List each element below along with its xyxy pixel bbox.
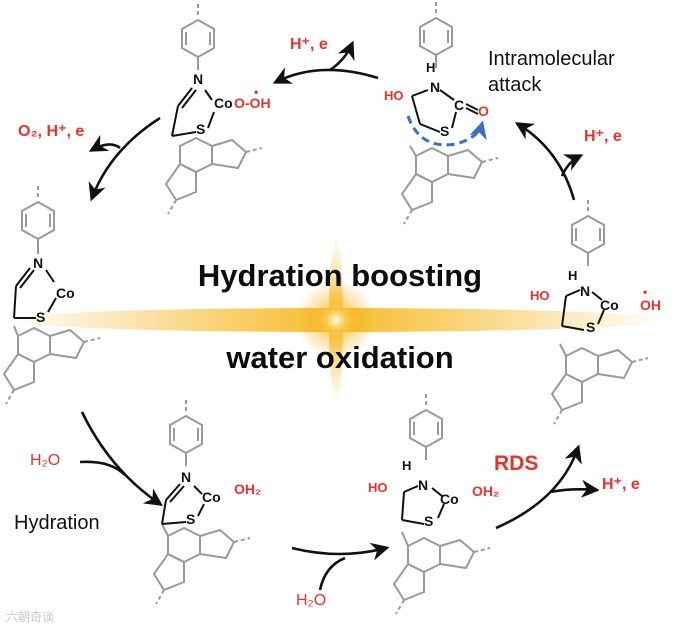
arrow-top-branch [329, 40, 355, 72]
label-top-left-out: H⁺, e [290, 36, 328, 53]
molecule-6: H N HO Co OH₂ S [368, 394, 499, 615]
label-water-1: H₂O [30, 452, 61, 469]
m1-co: Co [214, 95, 233, 111]
label-water-2: H₂O [296, 592, 327, 609]
m4-s: S [586, 319, 595, 335]
arrow-water-in-1 [79, 460, 126, 476]
m1-radical-dot: • [254, 85, 258, 99]
molecule-4: H N HO Co OH • S [530, 200, 661, 425]
m2-blue-arrow [406, 115, 487, 147]
m2-o: O [478, 103, 489, 119]
m6-ho: HO [368, 480, 388, 495]
arrow-top [272, 67, 379, 84]
m1-s: S [196, 121, 205, 137]
m1-ligand: O-OH [234, 95, 271, 111]
cycle-arrows [79, 40, 600, 591]
m6-n: N [418, 477, 428, 493]
arrow-right-top [514, 122, 576, 201]
arrow-left-branch [88, 134, 121, 152]
m3-co: Co [56, 285, 75, 301]
m4-oh: OH [640, 297, 661, 313]
m2-n: N [430, 79, 440, 95]
title-line-2: water oxidation [226, 340, 454, 375]
m2-ho: HO [384, 88, 404, 103]
m6-h: H [402, 458, 411, 473]
arrow-left-bottom [80, 411, 164, 507]
title-line-1: Hydration boosting [197, 258, 483, 293]
arrow-right-bottom [495, 444, 582, 530]
m5-n: N [181, 469, 191, 485]
molecule-5: N Co OH₂ S [152, 400, 261, 605]
arrow-bottom [291, 542, 390, 561]
m4-ho: HO [530, 288, 550, 303]
m1-n: N [193, 71, 203, 87]
label-right-out: H⁺, e [584, 128, 622, 145]
m2-c: C [454, 97, 464, 113]
m6-co: Co [440, 491, 459, 507]
m6-oh2: OH₂ [472, 483, 499, 499]
m5-oh2: OH₂ [234, 481, 261, 497]
arrow-right-branch [560, 154, 584, 177]
arrow-rds-branch [549, 479, 600, 498]
molecule-1: N Co S O-OH • [164, 4, 271, 215]
m3-n: N [33, 255, 43, 271]
m4-h: H [568, 268, 577, 283]
m5-co: Co [202, 489, 221, 505]
arrow-water-in-2 [318, 556, 346, 591]
label-rds: RDS [494, 452, 539, 475]
label-rds-out: H⁺, e [602, 476, 640, 493]
label-left-out: O₂, H⁺, e [18, 123, 85, 140]
m5-s: S [186, 511, 195, 527]
arrow-left-top [88, 116, 161, 202]
m4-radical-dot: • [643, 285, 647, 299]
m3-s: S [36, 309, 45, 325]
m6-s: S [424, 513, 433, 529]
molecule-2: H N C O HO S [384, 2, 499, 225]
label-intramolecular-attack: Intramolecular attack [488, 48, 615, 96]
molecule-3: N Co S [2, 186, 101, 405]
central-glow [6, 240, 666, 400]
m2-s: S [440, 123, 449, 139]
label-hydration: Hydration [14, 512, 100, 534]
watermark: 六朝奇谈 [6, 610, 55, 624]
m4-co: Co [600, 297, 619, 313]
m2-h: H [426, 60, 435, 75]
m4-n: N [580, 283, 590, 299]
